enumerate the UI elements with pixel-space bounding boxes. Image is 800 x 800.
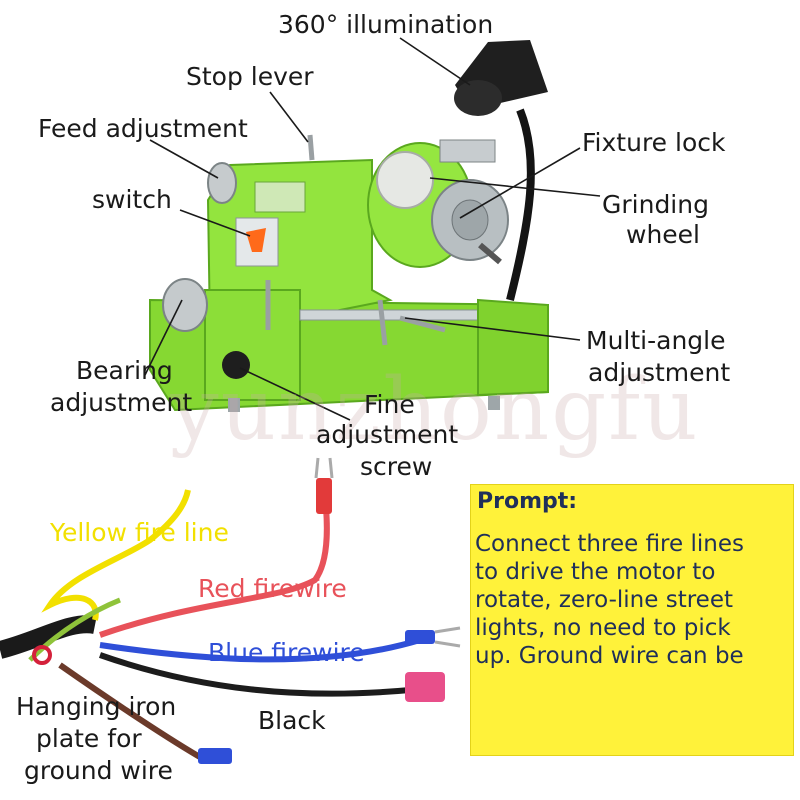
label-multi-angle-line1: Multi-angle [586, 326, 726, 355]
label-grinding-wheel-line1: Grinding [602, 190, 709, 219]
label-ground-line1: Hanging iron [16, 692, 177, 721]
prompt-box: Prompt: Connect three fire lines to driv… [470, 484, 794, 756]
prompt-line: Connect three fire lines [475, 531, 744, 557]
watermark: yunzhongfu [170, 360, 700, 460]
label-stop-lever: Stop lever [186, 62, 314, 91]
prompt-title: Prompt: [477, 489, 578, 514]
label-switch: switch [92, 185, 172, 214]
prompt-line: lights, no need to pick [475, 615, 731, 641]
label-blue-wire: Blue firewire [208, 638, 365, 667]
wires [0, 457, 461, 764]
label-fixture-lock: Fixture lock [582, 128, 726, 157]
prompt-line: rotate, zero-line street [475, 587, 733, 613]
leader-lines [144, 37, 601, 421]
label-feed-adjustment: Feed adjustment [38, 114, 248, 143]
prompt-line: to drive the motor to [475, 559, 716, 585]
prompt-line: up. Ground wire can be [475, 643, 744, 669]
label-red-wire: Red firewire [198, 574, 347, 603]
label-multi-angle-line2: adjustment [588, 358, 731, 387]
label-grinding-wheel-line2: wheel [626, 220, 700, 249]
label-black-wire: Black [258, 706, 326, 735]
grinding-wheel [376, 151, 434, 209]
label-ground-line3: ground wire [24, 756, 173, 785]
label-yellow-wire: Yellow fire line [50, 518, 229, 547]
label-fine-line1: Fine [364, 390, 415, 419]
grinder-machine [149, 40, 549, 412]
label-ground-line2: plate for [36, 724, 142, 753]
label-bearing-line2: adjustment [50, 388, 193, 417]
label-fine-line3: screw [360, 452, 433, 481]
label-bearing-line1: Bearing [76, 356, 173, 385]
label-illumination: 360° illumination [278, 10, 494, 39]
label-fine-line2: adjustment [316, 420, 459, 449]
